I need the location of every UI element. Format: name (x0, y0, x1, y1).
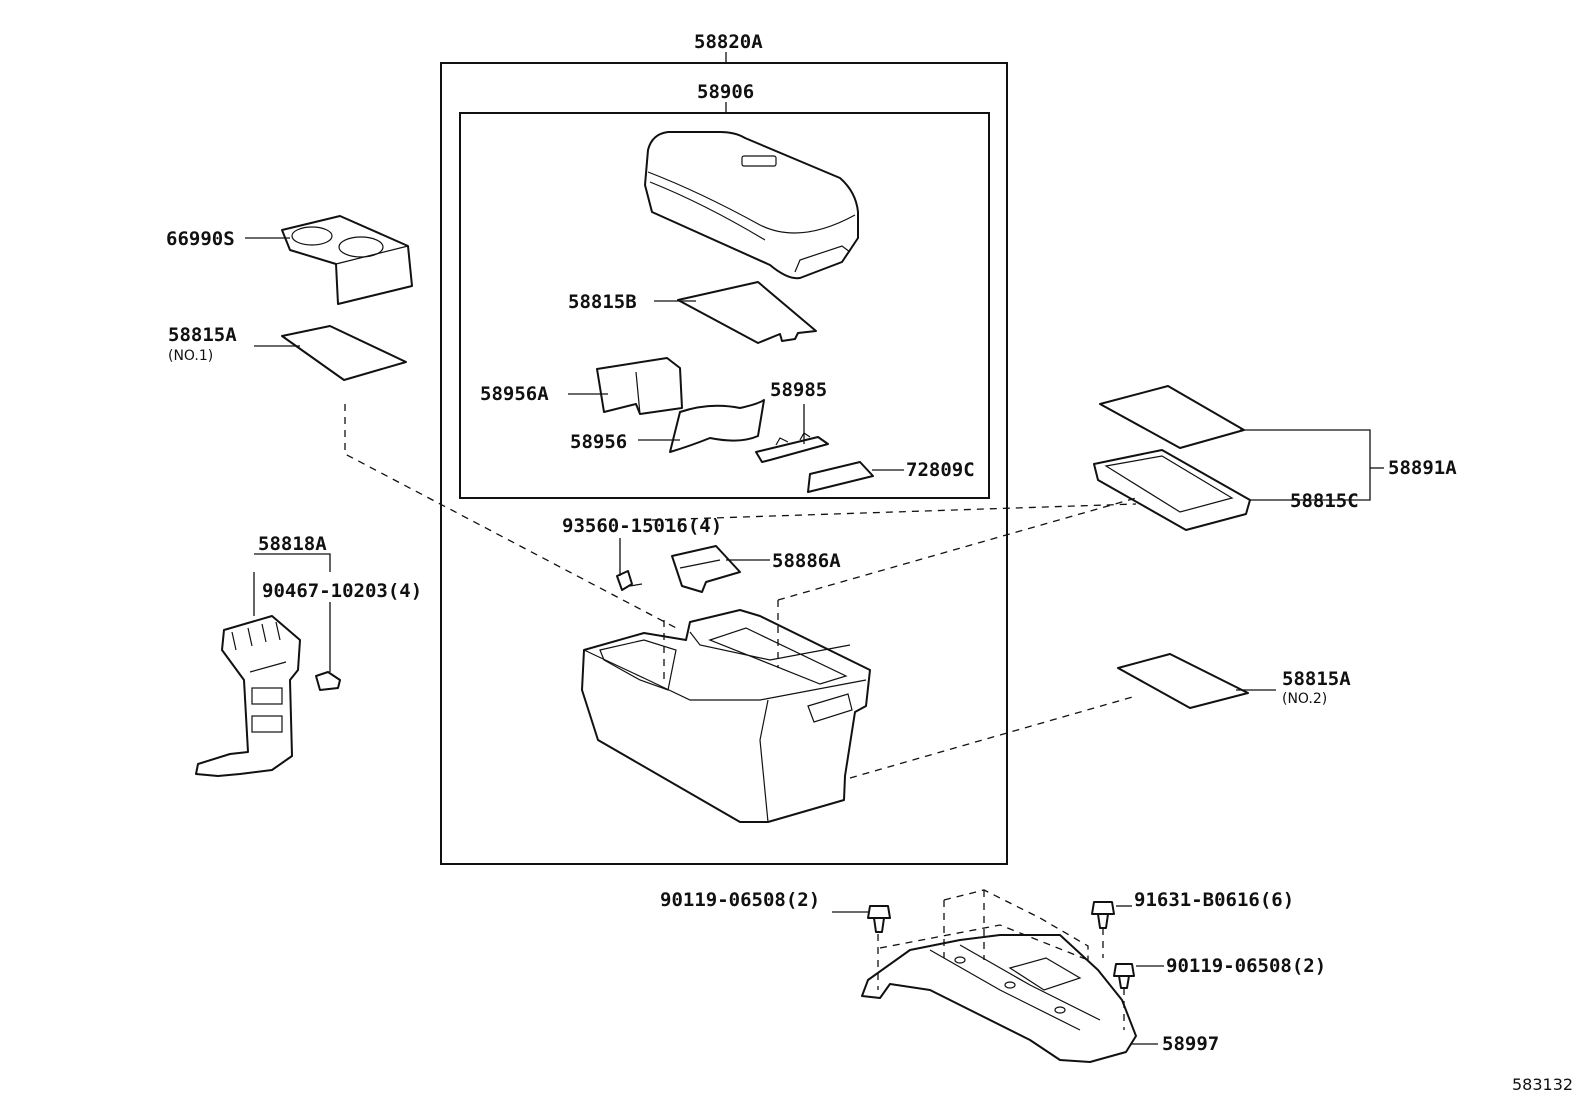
label-66990s: 66990S (166, 228, 235, 250)
base-bracket-58997 (861, 934, 1137, 1063)
label-58815c: 58815C (1290, 490, 1359, 512)
label-58956a: 58956A (480, 383, 549, 405)
label-58815a-no2: 58815A (1282, 668, 1351, 690)
insert-58956a (596, 357, 683, 415)
label-58997: 58997 (1162, 1033, 1219, 1055)
cup-holder (281, 215, 413, 305)
bolt-top-icon (1091, 901, 1115, 929)
latch-72809c (807, 461, 874, 493)
pad-58815a-no1 (281, 325, 407, 381)
label-58820a: 58820A (694, 31, 763, 53)
clip-58985 (755, 432, 829, 463)
label-58815a-no1: 58815A (168, 324, 237, 346)
label-72809c: 72809C (906, 459, 975, 481)
insert-58956 (669, 399, 765, 453)
lid-subassembly-box (459, 112, 990, 499)
label-58815a-no2-note: (NO.2) (1282, 691, 1327, 707)
hinge-58886a (671, 545, 741, 593)
clip-90467 (315, 671, 341, 691)
bracket-58818a (195, 615, 301, 777)
pad-58815b (677, 281, 817, 344)
label-58815a-no1-note: (NO.1) (168, 348, 213, 364)
label-58956: 58956 (570, 431, 627, 453)
label-58886a: 58886A (772, 550, 841, 572)
phantom-lines (344, 404, 1137, 1030)
label-58985: 58985 (770, 379, 827, 401)
leader-lines (245, 237, 1384, 1045)
label-93560: 93560-15016(4) (562, 515, 722, 537)
label-58906: 58906 (697, 81, 754, 103)
bolt-left-icon (867, 905, 891, 933)
label-58891a: 58891A (1388, 457, 1457, 479)
screw-93560 (616, 570, 643, 591)
pad-tray-top (1099, 385, 1245, 449)
figure-id: 583132 (1512, 1075, 1573, 1094)
label-90119-right: 90119-06508(2) (1166, 955, 1326, 977)
console-lid (644, 131, 859, 280)
label-91631: 91631-B0616(6) (1134, 889, 1294, 911)
assembly-box (440, 62, 1008, 865)
console-body (581, 609, 871, 823)
label-90467: 90467-10203(4) (262, 580, 422, 602)
pad-58815a-no2 (1117, 653, 1249, 709)
label-58815b: 58815B (568, 291, 637, 313)
bolt-right-icon (1113, 963, 1135, 989)
label-90119-left: 90119-06508(2) (660, 889, 820, 911)
label-58818a: 58818A (258, 533, 327, 555)
tray-58815c (1093, 449, 1251, 531)
